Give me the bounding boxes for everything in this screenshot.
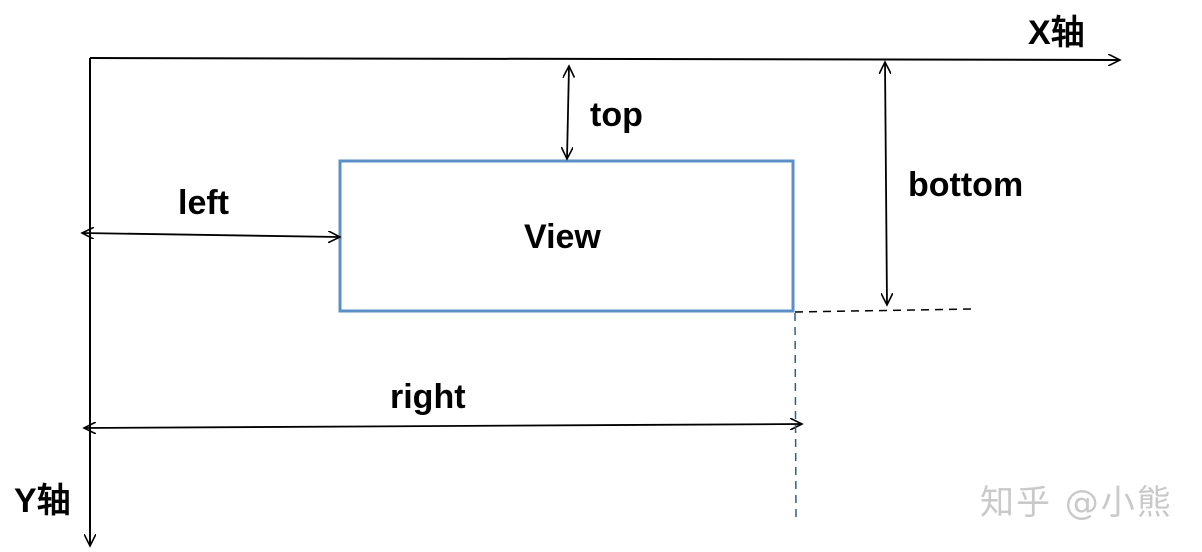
top-label: top bbox=[590, 96, 643, 134]
bottom-dashed-extension bbox=[794, 308, 973, 313]
right-dashed-extension bbox=[794, 312, 797, 519]
watermark: 知乎 @小熊 bbox=[980, 483, 1173, 523]
left-arrow bbox=[82, 233, 340, 237]
view-label: View bbox=[524, 218, 601, 256]
left-label: left bbox=[178, 184, 229, 222]
y-axis-label: Y轴 bbox=[14, 482, 71, 520]
bottom-label: bottom bbox=[908, 166, 1024, 204]
top-arrow bbox=[567, 66, 569, 159]
right-arrow bbox=[84, 424, 802, 428]
x-axis-label: X轴 bbox=[1028, 14, 1085, 52]
x-axis-line bbox=[89, 58, 1120, 60]
bottom-arrow bbox=[885, 62, 887, 305]
right-label: right bbox=[390, 378, 466, 416]
